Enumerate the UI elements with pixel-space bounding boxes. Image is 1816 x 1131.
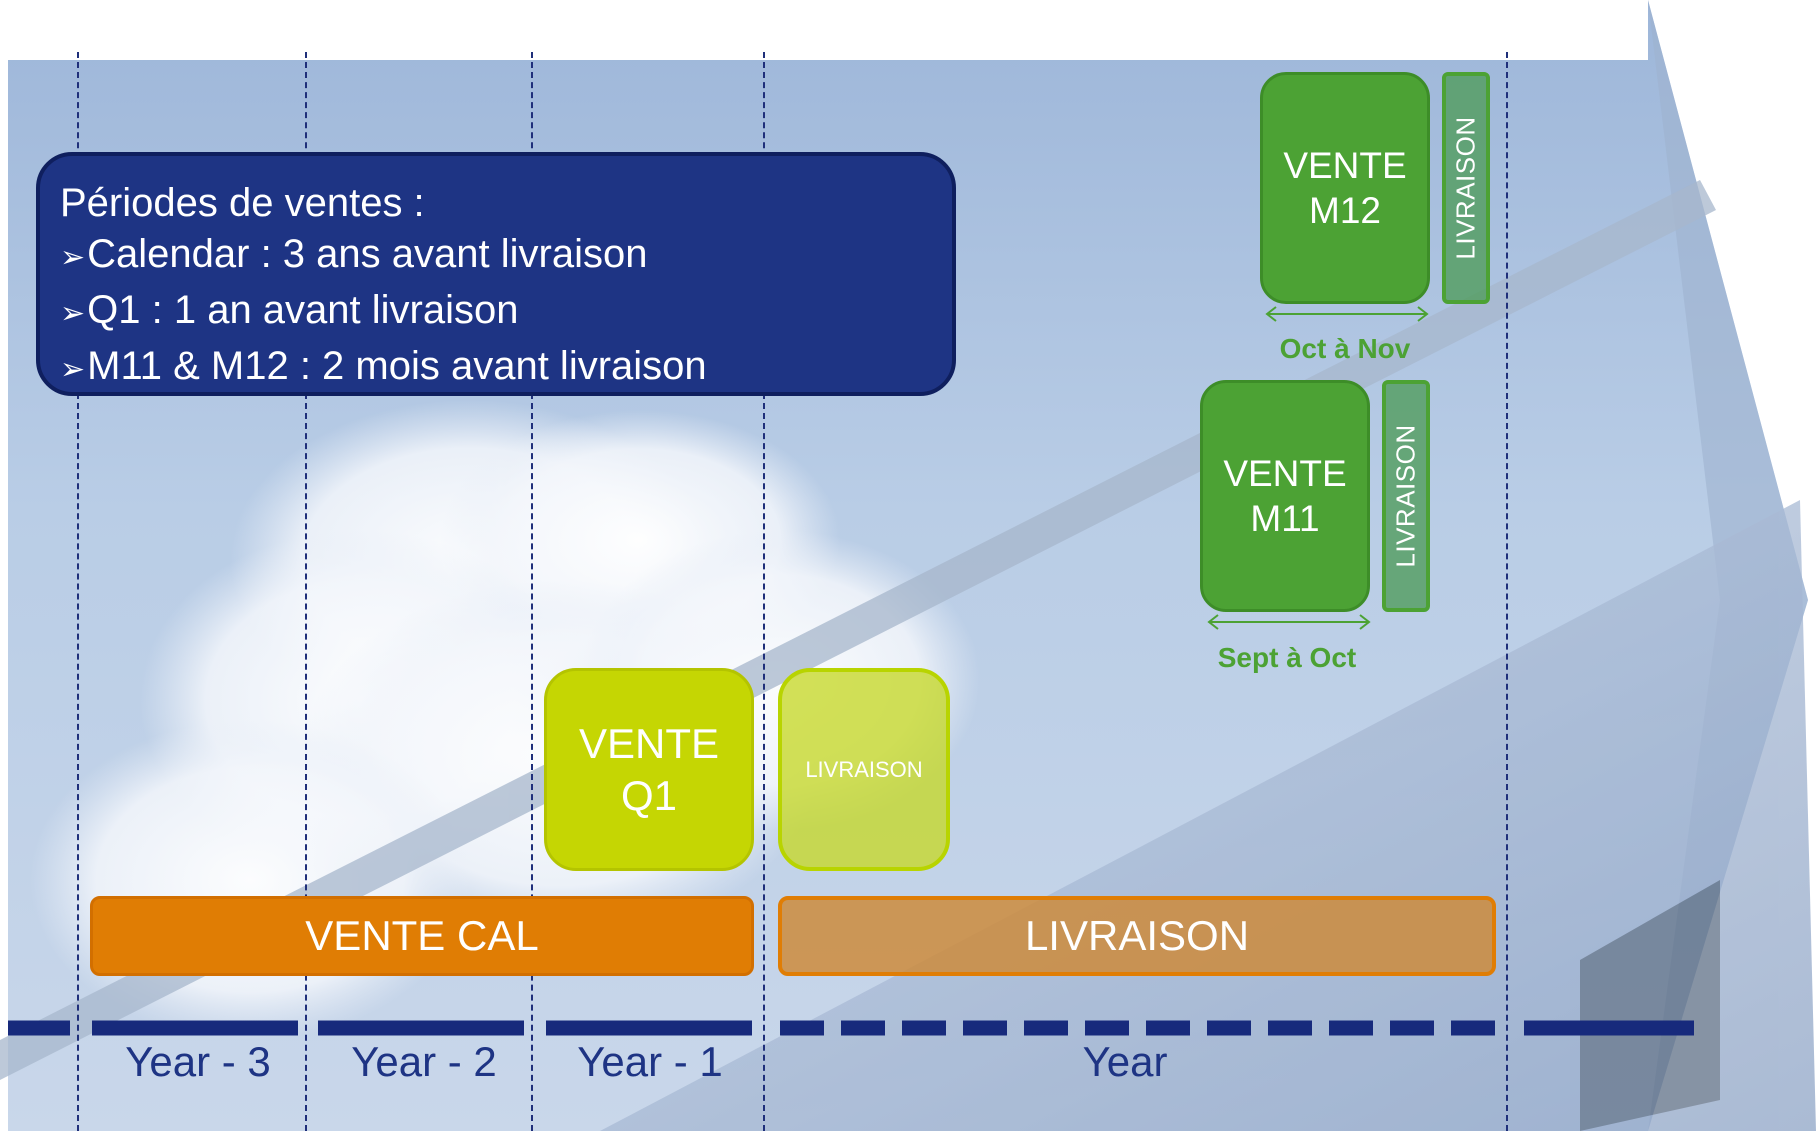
vente-cal-bar: VENTE CAL (90, 896, 754, 976)
sales-periods-box: Périodes de ventes : ➢Calendar : 3 ans a… (36, 152, 956, 396)
vente-m11-tile: VENTE M11 (1200, 380, 1370, 612)
vente-q1-tile: VENTE Q1 (544, 668, 754, 871)
livraison-m12-tab: LIVRAISON (1442, 72, 1490, 304)
gridline-2 (305, 52, 307, 1131)
year-label: Year - 3 (125, 1038, 271, 1085)
gridline-5 (1506, 52, 1508, 1131)
year-label: Year - 2 (351, 1038, 497, 1085)
gridline-1 (77, 52, 79, 1131)
sales-period-item: ➢Q1 : 1 an avant livraison (60, 284, 952, 340)
livraison-q1-tile: LIVRAISON (778, 668, 950, 871)
m11-period-label: Sept à Oct (1217, 642, 1357, 673)
year-label: Year (1082, 1038, 1168, 1085)
arrow-bullet-icon: ➢ (60, 297, 86, 330)
sales-period-item: ➢Calendar : 3 ans avant livraison (60, 228, 952, 284)
livraison-bar: LIVRAISON (778, 896, 1496, 976)
timeline-axis (8, 1020, 1694, 1036)
double-arrow-icon (1207, 614, 1371, 630)
livraison-m12-label: LIVRAISON (1450, 116, 1481, 260)
sales-period-item: ➢M11 & M12 : 2 mois avant livraison (60, 340, 952, 396)
year-label: Year - 1 (577, 1038, 723, 1085)
vente-m12-tile: VENTE M12 (1260, 72, 1430, 304)
m12-period-label: Oct à Nov (1279, 333, 1411, 364)
gridline-4 (763, 52, 765, 1131)
sales-period-text: Calendar : 3 ans avant livraison (87, 232, 648, 276)
arrow-bullet-icon: ➢ (60, 241, 86, 274)
sales-period-text: M11 & M12 : 2 mois avant livraison (87, 344, 707, 388)
sales-periods-title: Périodes de ventes : (60, 181, 425, 225)
livraison-m11-tab: LIVRAISON (1382, 380, 1430, 612)
sales-period-text: Q1 : 1 an avant livraison (87, 288, 519, 332)
livraison-m11-label: LIVRAISON (1390, 424, 1421, 568)
gridline-3 (531, 52, 533, 1131)
double-arrow-icon (1265, 306, 1429, 322)
arrow-bullet-icon: ➢ (60, 353, 86, 386)
